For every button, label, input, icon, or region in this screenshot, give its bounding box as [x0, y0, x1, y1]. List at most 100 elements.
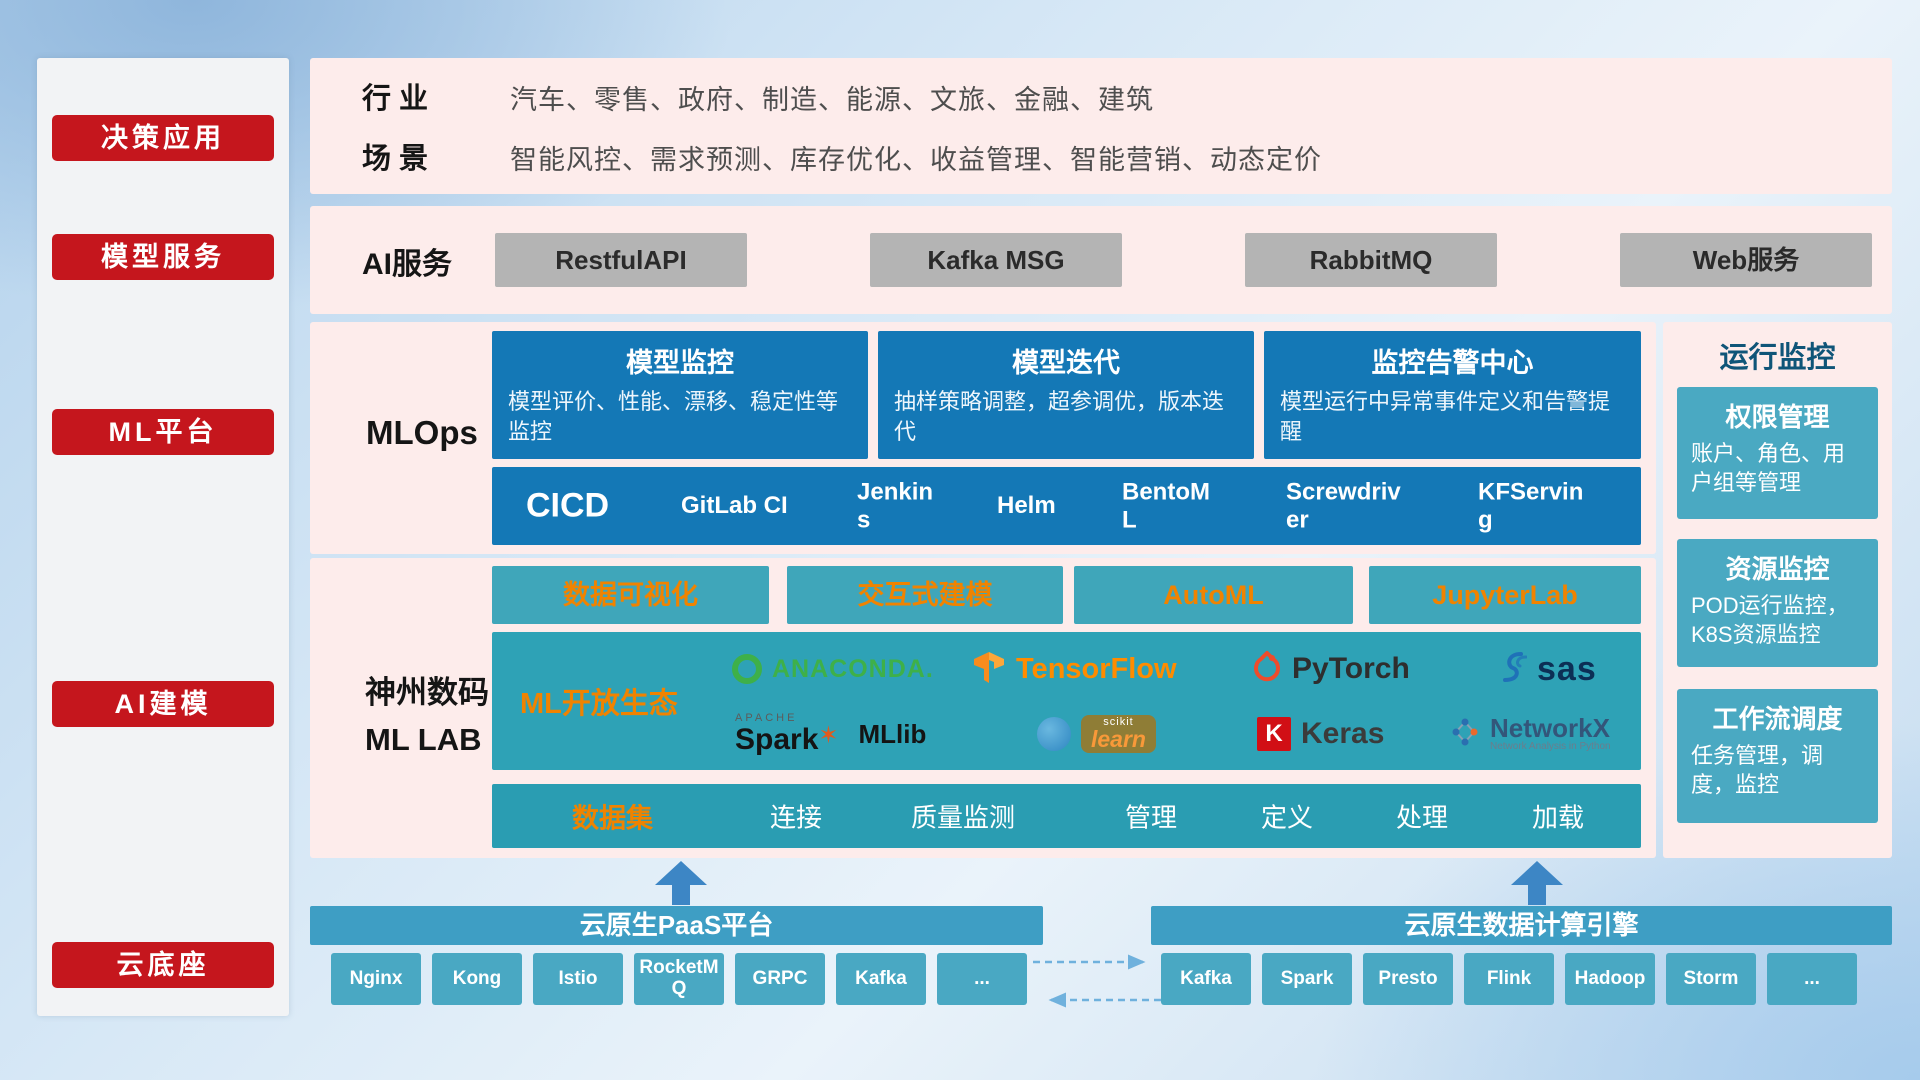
service-restfulapi: RestfulAPI	[495, 233, 747, 287]
chip-spark: Spark	[1262, 953, 1352, 1005]
mlops-panel: MLOps 模型监控 模型评价、性能、漂移、稳定性等监控 模型迭代 抽样策略调整…	[310, 322, 1656, 554]
sidebar-item-ai-modeling: AI建模	[52, 681, 274, 727]
industry-text: 汽车、零售、政府、制造、能源、文旅、金融、建筑	[510, 85, 1154, 115]
tool-screwdriver: Screwdriver	[1286, 478, 1401, 533]
model-iteration-card: 模型迭代 抽样策略调整，超参调优，版本迭代	[878, 331, 1254, 459]
tool-gitlab-ci: GitLab CI	[681, 492, 788, 520]
chip-nginx: Nginx	[331, 953, 421, 1005]
learn-wordmark: learn	[1091, 726, 1146, 752]
paas-chips: Nginx Kong Istio RocketMQ GRPC Kafka ...	[331, 953, 1027, 1005]
sidebar-item-ml-platform: ML平台	[52, 409, 274, 455]
scikit-label: scikit	[1103, 716, 1134, 728]
card-title: 模型迭代	[1012, 348, 1120, 378]
spark-star-icon: ✶	[818, 722, 839, 749]
scene-text: 智能风控、需求预测、库存优化、收益管理、智能营销、动态定价	[510, 145, 1322, 175]
chip-presto: Presto	[1363, 953, 1453, 1005]
industry-label: 行业	[362, 83, 437, 115]
tensorflow-wordmark: TensorFlow	[1016, 652, 1177, 685]
scene-label: 场景	[362, 143, 437, 175]
dataset-connect: 连接	[770, 802, 823, 833]
anaconda-wordmark: ANACONDA.	[772, 654, 934, 683]
card-desc: 模型运行中异常事件定义和告警提醒	[1280, 389, 1611, 444]
card-title: 工作流调度	[1712, 704, 1843, 734]
service-kafka-msg: Kafka MSG	[870, 233, 1122, 287]
card-desc: 任务管理，调度，监控	[1691, 743, 1824, 797]
resource-card: 资源监控 POD运行监控，K8S资源监控	[1677, 539, 1878, 667]
mllab-panel: 神州数码 ML LAB 数据可视化 交互式建模 AutoML JupyterLa…	[310, 558, 1656, 858]
dataset-manage: 管理	[1125, 802, 1178, 833]
chip-flink: Flink	[1464, 953, 1554, 1005]
sidebar-item-decision-apps: 决策应用	[52, 115, 274, 161]
card-desc: POD运行监控，K8S资源监控	[1691, 593, 1849, 647]
service-rabbitmq: RabbitMQ	[1245, 233, 1497, 287]
networkx-subtitle: Network Analysis in Python	[1490, 741, 1611, 753]
engine-chips: Kafka Spark Presto Flink Hadoop Storm ..…	[1161, 953, 1857, 1005]
alert-center-card: 监控告警中心 模型运行中异常事件定义和告警提醒	[1264, 331, 1641, 459]
sas-icon	[1497, 651, 1528, 688]
chip-storm: Storm	[1666, 953, 1756, 1005]
scikit-learn-icon	[1037, 717, 1071, 751]
chip-kafka: Kafka	[836, 953, 926, 1005]
permission-card: 权限管理 账户、角色、用户组等管理	[1677, 387, 1878, 519]
data-engine-bar: 云原生数据计算引擎	[1151, 906, 1892, 945]
networkx-icon	[1450, 717, 1480, 752]
ecosystem-label: ML开放生态	[520, 688, 678, 720]
mlops-label: MLOps	[366, 414, 478, 451]
card-title: 监控告警中心	[1371, 348, 1534, 378]
btn-data-visualization: 数据可视化	[492, 566, 769, 624]
tensorflow-icon	[972, 650, 1006, 689]
mllab-label-line2: ML LAB	[365, 721, 482, 757]
chip-kong: Kong	[432, 953, 522, 1005]
up-arrow-icon	[1511, 861, 1563, 905]
chip-more: ...	[937, 953, 1027, 1005]
chip-rocketmq: RocketMQ	[634, 953, 724, 1005]
btn-interactive-modeling: 交互式建模	[787, 566, 1063, 624]
tool-jenkins: Jenkins	[857, 478, 934, 533]
up-arrow-icon	[655, 861, 707, 905]
chip-kafka: Kafka	[1161, 953, 1251, 1005]
card-title: 模型监控	[626, 348, 734, 378]
sidebar-item-cloud-base: 云底座	[52, 942, 274, 988]
dataset-quality: 质量监测	[911, 802, 1016, 833]
monitor-panel: 运行监控 权限管理 账户、角色、用户组等管理 资源监控 POD运行监控，K8S资…	[1663, 322, 1892, 858]
mllab-label: 神州数码 ML LAB	[365, 670, 489, 763]
networkx-logo: NetworkX Network Analysis in Python	[1450, 712, 1611, 756]
dataset-row: 数据集 连接 质量监测 管理 定义 处理 加载	[492, 784, 1641, 848]
dataset-define: 定义	[1261, 802, 1314, 833]
card-title: 权限管理	[1725, 402, 1830, 432]
mllib-wordmark: MLlib	[858, 718, 927, 749]
tool-bentoml: BentoML	[1122, 478, 1210, 533]
chip-istio: Istio	[533, 953, 623, 1005]
pytorch-icon	[1252, 650, 1282, 689]
spark-wordmark: APACHE Spark✶	[735, 713, 839, 755]
cicd-bar: CICD GitLab CI Jenkins Helm BentoML Scre…	[492, 467, 1641, 545]
keras-wordmark: Keras	[1301, 717, 1385, 750]
dataset-load: 加载	[1532, 802, 1585, 833]
card-desc: 抽样策略调整，超参调优，版本迭代	[894, 389, 1225, 444]
paas-bar: 云原生PaaS平台	[310, 906, 1043, 945]
spark-apache-label: APACHE	[735, 712, 798, 724]
tool-kfserving: KFServing	[1478, 478, 1584, 533]
dataset-process: 处理	[1396, 802, 1449, 833]
model-monitoring-card: 模型监控 模型评价、性能、漂移、稳定性等监控	[492, 331, 868, 459]
card-title: 资源监控	[1725, 554, 1830, 584]
btn-jupyterlab: JupyterLab	[1369, 566, 1641, 624]
chip-grpc: GRPC	[735, 953, 825, 1005]
networkx-wordmark: NetworkX	[1490, 713, 1610, 744]
dataset-label: 数据集	[572, 803, 653, 834]
tool-helm: Helm	[997, 492, 1056, 520]
keras-icon: K	[1257, 717, 1291, 751]
mllab-label-line1: 神州数码	[365, 675, 489, 710]
cicd-label: CICD	[526, 486, 610, 525]
sidebar-item-model-service: 模型服务	[52, 234, 274, 280]
chip-hadoop: Hadoop	[1565, 953, 1655, 1005]
card-desc: 模型评价、性能、漂移、稳定性等监控	[508, 389, 839, 444]
sas-logo: sas	[1497, 647, 1597, 691]
left-sidebar: 决策应用 模型服务 ML平台 AI建模 云底座	[37, 58, 289, 1016]
anaconda-icon	[732, 654, 762, 684]
ai-service-label: AI服务	[362, 248, 452, 281]
tensorflow-logo: TensorFlow	[972, 647, 1177, 691]
keras-logo: K Keras	[1257, 712, 1384, 756]
exchange-arrows-icon	[1033, 954, 1161, 1008]
